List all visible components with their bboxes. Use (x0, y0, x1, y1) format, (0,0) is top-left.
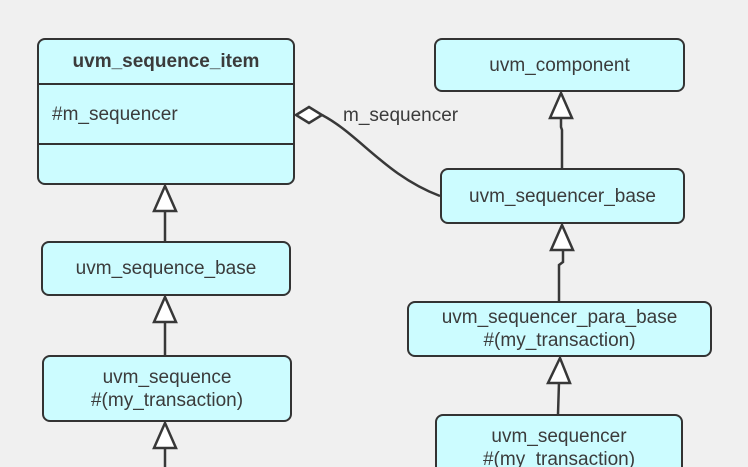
class-title: uvm_sequencer_para_base (441, 307, 678, 328)
aggregation-diamond (293, 105, 325, 125)
aggregation-label-m-sequencer: m_sequencer (343, 105, 459, 126)
inheritance-arrow-sequence-to-sequencebase (152, 293, 178, 355)
class-title: uvm_sequencer (491, 425, 627, 447)
inheritance-arrow-sequencebase-to-sequenceitem (152, 182, 178, 241)
class-box-uvm-sequencer-para-base: uvm_sequencer_para_base #(my_transaction… (407, 301, 712, 357)
class-parameter: #(my_transaction) (90, 389, 244, 411)
class-methods-compartment-empty (39, 145, 293, 183)
aggregation-curve (321, 113, 441, 198)
class-title: uvm_component (489, 54, 630, 76)
class-box-uvm-sequencer-base: uvm_sequencer_base (440, 168, 685, 224)
class-box-uvm-sequencer: uvm_sequencer #(my_transaction) (435, 414, 683, 467)
class-box-uvm-sequence-base: uvm_sequence_base (41, 241, 291, 296)
class-parameter: #(my_transaction) (483, 330, 636, 351)
inheritance-arrow-sequencerbase-to-component (548, 89, 574, 168)
inheritance-arrow-offscreen-to-sequence (152, 419, 178, 467)
class-field-m-sequencer: #m_sequencer (39, 85, 293, 145)
class-box-uvm-sequence: uvm_sequence #(my_transaction) (42, 355, 292, 422)
class-title: uvm_sequencer_base (469, 185, 656, 207)
class-title: uvm_sequence (102, 366, 232, 388)
class-box-uvm-component: uvm_component (434, 38, 685, 92)
class-title: uvm_sequence_item (39, 40, 293, 85)
aggregation-edge-msequencer (293, 105, 441, 198)
class-box-uvm-sequence-item: uvm_sequence_item #m_sequencer (37, 38, 295, 185)
inheritance-arrow-sequencer-to-parabase (546, 354, 572, 415)
inheritance-arrow-parabase-to-sequencerbase (549, 221, 575, 301)
class-title: uvm_sequence_base (75, 258, 257, 279)
class-parameter: #(my_transaction) (482, 448, 636, 467)
